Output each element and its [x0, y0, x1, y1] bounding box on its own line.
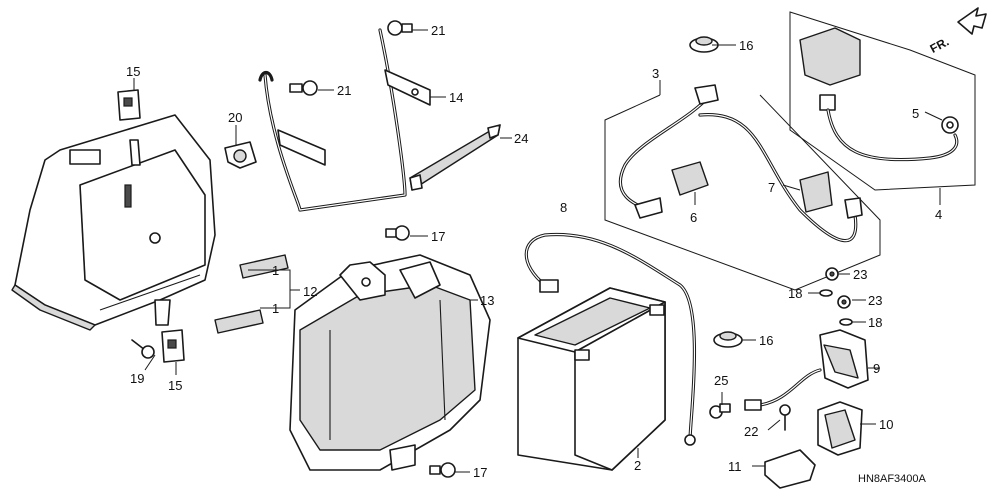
- callout-4: 4: [935, 207, 942, 222]
- clip-upper: [117, 89, 141, 121]
- terminal-cover-7: [799, 171, 833, 213]
- grommet-16-lower: [713, 331, 743, 348]
- terminal-cover-6: [671, 161, 709, 196]
- callout-23-upper: 23: [853, 267, 867, 282]
- callout-23-lower: 23: [868, 293, 882, 308]
- callout-21-lower: 21: [337, 83, 351, 98]
- callout-25: 25: [714, 373, 728, 388]
- harness-group-frame: [604, 94, 881, 291]
- stay-bracket: [277, 129, 326, 166]
- callout-17-lower: 17: [473, 465, 487, 480]
- callout-15-upper: 15: [126, 64, 140, 79]
- relay-cover-10: [817, 401, 863, 456]
- terminal-5: [941, 116, 959, 134]
- callout-19: 19: [130, 371, 144, 386]
- callout-9: 9: [873, 361, 880, 376]
- bolt-25: [709, 403, 731, 419]
- bolt-17-lower: [429, 462, 456, 478]
- callout-12: 12: [303, 284, 317, 299]
- callout-1-lower: 1: [272, 301, 279, 316]
- washer-18-upper: [819, 289, 833, 297]
- leader-lines: [133, 29, 943, 473]
- starter-cable-3: [618, 84, 863, 243]
- ground-cable-frame: [789, 11, 976, 191]
- callout-10: 10: [879, 417, 893, 432]
- callout-18-upper: 18: [788, 286, 802, 301]
- callout-7: 7: [768, 180, 775, 195]
- battery-cover: [289, 254, 491, 471]
- battery-stay-wire: [258, 28, 407, 212]
- diagram-code: HN8AF3400A: [858, 473, 927, 485]
- callout-2: 2: [634, 458, 641, 473]
- callout-14: 14: [449, 90, 463, 105]
- callout-24: 24: [514, 131, 528, 146]
- callout-18-lower: 18: [868, 315, 882, 330]
- ground-cable-4: [826, 108, 959, 162]
- callout-16-lower: 16: [759, 333, 773, 348]
- callout-6: 6: [690, 210, 697, 225]
- band-24: [409, 124, 501, 191]
- stay-14: [384, 69, 431, 106]
- battery-cable-8: [524, 232, 697, 446]
- callout-21-upper: 21: [431, 23, 445, 38]
- terminal-cap: [799, 27, 861, 111]
- callout-15-lower: 15: [168, 378, 182, 393]
- rubber-strip-lower: [214, 309, 264, 334]
- bolt-17-upper: [385, 225, 410, 241]
- callout-17-upper: 17: [431, 229, 445, 244]
- callout-22: 22: [744, 424, 758, 439]
- callout-16-upper: 16: [739, 38, 753, 53]
- bolt-21-upper: [387, 20, 413, 36]
- battery: [517, 287, 666, 471]
- nut-23-upper: [825, 267, 839, 281]
- bolt-21-lower: [289, 80, 318, 96]
- callout-1-upper: 1: [272, 263, 279, 278]
- callout-labels: 21 21 14 24 16 3 20 15 8 17 1 12 1 13 19…: [126, 23, 942, 485]
- front-direction-arrow: FR.: [928, 7, 987, 56]
- callout-20: 20: [228, 110, 242, 125]
- clamp-20: [224, 141, 257, 169]
- battery-box: [11, 114, 216, 331]
- rubber-strip-upper: [239, 254, 289, 279]
- bolt-22: [779, 404, 791, 431]
- bolt-19: [131, 339, 155, 359]
- starter-relay-9: [744, 329, 869, 411]
- washer-18-lower: [839, 318, 853, 326]
- callout-5: 5: [912, 106, 919, 121]
- callout-11: 11: [728, 459, 742, 474]
- clip-lower: [161, 329, 185, 363]
- bracket-11: [764, 449, 816, 489]
- callout-8: 8: [560, 200, 567, 215]
- callout-3: 3: [652, 66, 659, 81]
- front-direction-label: FR.: [928, 34, 952, 55]
- nut-23-lower: [837, 295, 851, 309]
- callout-13: 13: [480, 293, 494, 308]
